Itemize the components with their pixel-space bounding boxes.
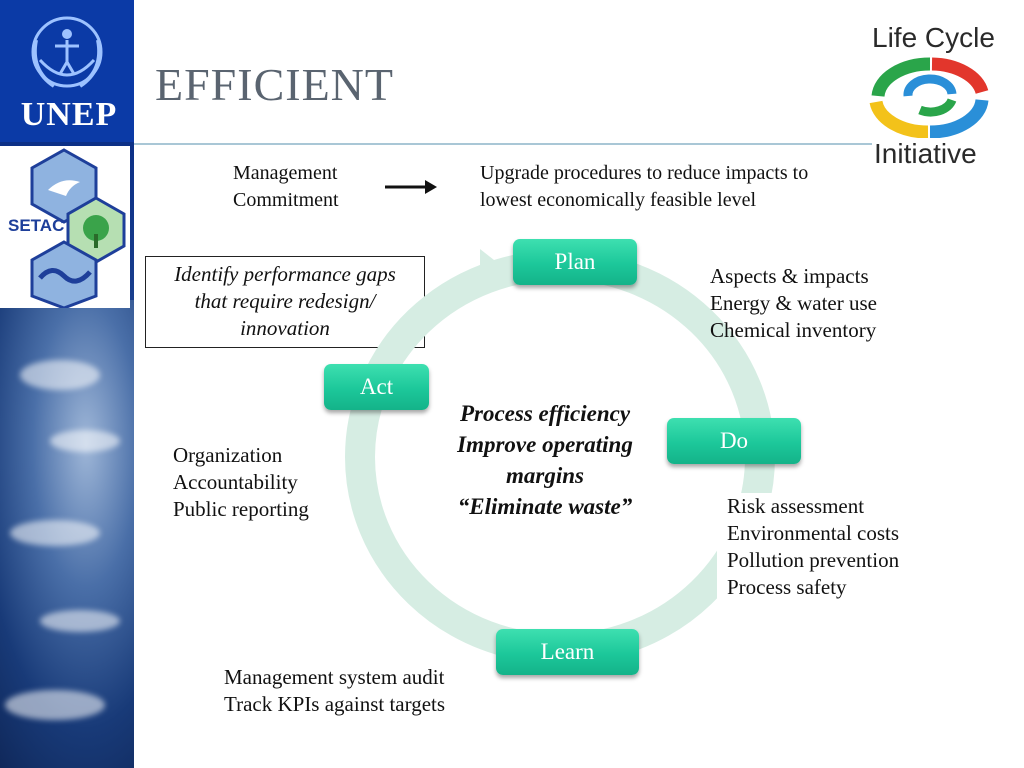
management-commitment-label: Management Commitment <box>233 160 339 214</box>
do-note: Environmental costs <box>727 521 900 545</box>
setac-logo <box>0 146 130 310</box>
act-note: Organization <box>173 443 283 467</box>
management-line: Management <box>233 162 338 184</box>
do-notes: Risk assessment Environmental costs Poll… <box>717 493 900 605</box>
setac-emblem-icon <box>30 148 126 310</box>
cycle-arrowhead-icon <box>480 249 508 295</box>
title-divider <box>134 143 872 145</box>
cycle-center-text: Process efficiency Improve operating mar… <box>440 398 650 522</box>
life-cycle-logo-icon <box>869 57 989 138</box>
setac-wordmark: SETAC <box>8 216 65 235</box>
cloud-decoration <box>10 520 100 546</box>
initiative-wordmark: Initiative <box>874 138 977 169</box>
gaps-line-3: innovation <box>240 316 330 340</box>
learn-note: Management system audit <box>224 665 445 689</box>
left-sidebar: UNEP SETAC <box>0 0 134 768</box>
do-note: Pollution prevention <box>727 548 900 572</box>
plan-notes: Aspects & impacts Energy & water use Che… <box>710 263 877 344</box>
life-cycle-wordmark: Life Cycle <box>872 22 995 53</box>
unep-emblem-icon <box>31 16 103 88</box>
commitment-line: Commitment <box>233 189 339 211</box>
learn-notes: Management system audit Track KPIs again… <box>224 664 445 718</box>
do-node: Do <box>667 418 801 464</box>
unep-wordmark: UNEP <box>20 96 118 133</box>
upgrade-line-2: lowest economically feasible level <box>480 189 757 211</box>
gaps-line-2: that require redesign/ <box>194 289 376 313</box>
cloud-decoration <box>20 360 100 390</box>
act-node: Act <box>324 364 429 410</box>
plan-note: Aspects & impacts <box>710 264 869 288</box>
upgrade-line-1: Upgrade procedures to reduce impacts to <box>480 162 809 184</box>
cloud-decoration <box>50 430 120 452</box>
learn-note: Track KPIs against targets <box>224 692 446 716</box>
center-line-2: Improve operating <box>457 432 633 457</box>
center-line-4: “Eliminate waste” <box>457 494 633 519</box>
upgrade-procedures-text: Upgrade procedures to reduce impacts to … <box>480 160 808 214</box>
plan-node: Plan <box>513 239 637 285</box>
act-notes: Organization Accountability Public repor… <box>173 442 309 523</box>
act-note: Accountability <box>173 470 298 494</box>
do-note: Risk assessment <box>727 494 865 518</box>
gaps-line-1: Identify performance gaps <box>174 262 396 286</box>
act-note: Public reporting <box>173 497 309 521</box>
learn-node: Learn <box>496 629 639 675</box>
plan-note: Energy & water use <box>710 291 877 315</box>
center-line-3: margins <box>506 463 584 488</box>
cloud-decoration <box>40 610 120 632</box>
page-title: EFFICIENT <box>155 59 394 110</box>
plan-note: Chemical inventory <box>710 318 877 342</box>
unep-logo <box>0 0 134 142</box>
center-line-1: Process efficiency <box>459 401 631 426</box>
cloud-decoration <box>5 690 105 720</box>
do-note: Process safety <box>727 575 847 599</box>
right-arrow-icon <box>385 180 437 194</box>
